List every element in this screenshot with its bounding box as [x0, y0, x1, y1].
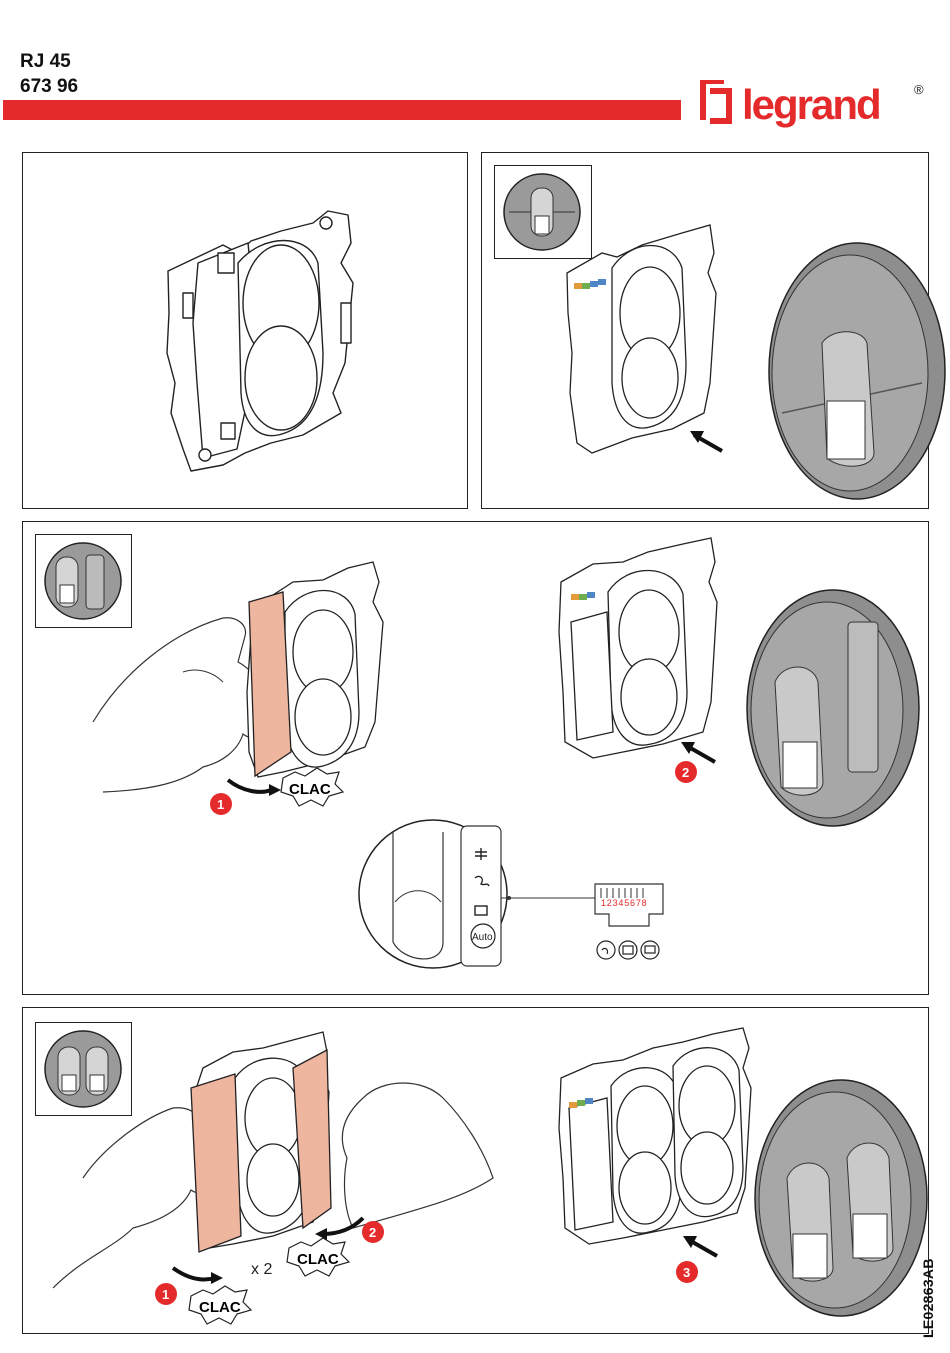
- cover-type-inset: [35, 534, 132, 628]
- step-1-badge: [155, 1283, 177, 1305]
- legrand-logo-icon: legrand ®: [700, 80, 924, 128]
- step-2-number: 2: [369, 1225, 376, 1240]
- panel-mechanism-view: [22, 152, 468, 509]
- product-code: 673 96: [20, 76, 79, 97]
- clac-burst-2: CLAC: [286, 1237, 351, 1277]
- cover-type-inset: [35, 1022, 132, 1116]
- multiplier-label: x 2: [251, 1261, 272, 1278]
- mechanism-icon: [166, 210, 354, 472]
- step-1-number: 1: [217, 797, 224, 812]
- step-2-number: 2: [682, 765, 689, 780]
- hand-icon: [92, 617, 274, 793]
- pin-numbers: 12345678: [601, 898, 647, 908]
- step-1-badge: [210, 793, 232, 815]
- arrow-icon: [171, 1266, 216, 1282]
- round-cover-icon: [768, 242, 946, 500]
- tv-icon: [474, 905, 488, 916]
- auto-button: [470, 923, 496, 949]
- computer-icon: [640, 940, 660, 960]
- document-id: LE02863AB: [920, 1258, 936, 1338]
- product-reference: RJ 45: [20, 51, 71, 72]
- clac-burst: CLAC: [280, 767, 345, 807]
- phone-icon: [596, 940, 616, 960]
- arrow-icon: [686, 744, 716, 764]
- round-cover-icon: [754, 1079, 928, 1317]
- round-cover-icon: [746, 589, 920, 827]
- round-cover-icon: [44, 1030, 122, 1108]
- double-module-illustration: 1 CLAC x 2 2 CLAC 3: [52, 1027, 928, 1325]
- cover-fitting-illustration: [566, 224, 946, 500]
- hand-icon: [341, 1082, 494, 1229]
- cover-type-inset: [494, 165, 592, 259]
- phone-icon: [474, 875, 490, 887]
- step-2-badge: [362, 1221, 384, 1243]
- tv-icon: [618, 940, 638, 960]
- step-2-badge: [675, 761, 697, 783]
- auto-label: Auto: [472, 932, 493, 943]
- module-insertion-illustration: CLAC 1 2: [92, 537, 920, 969]
- step-3-number: 3: [683, 1265, 690, 1280]
- panel-single-module-configuration: CLAC 1 2: [22, 521, 929, 995]
- legrand-logo: legrand ®: [696, 76, 936, 136]
- header-red-bar: [3, 100, 681, 120]
- detail-magnifier: Auto: [358, 819, 595, 969]
- step-3-badge: [676, 1261, 698, 1283]
- brand-name: legrand: [742, 81, 880, 128]
- panel-double-module-configuration: 1 CLAC x 2 2 CLAC 3: [22, 1007, 929, 1334]
- rj45-connector-diagram: 12345678: [594, 883, 664, 960]
- panel-cover-fitting: [481, 152, 946, 509]
- round-cover-icon: [503, 173, 581, 251]
- clac-label-1: CLAC: [199, 1299, 241, 1316]
- clac-burst-1: CLAC: [188, 1285, 253, 1325]
- clac-label-2: CLAC: [297, 1251, 339, 1268]
- clac-label: CLAC: [289, 781, 331, 798]
- round-cover-icon: [44, 542, 122, 620]
- computer-icon: [475, 848, 487, 860]
- arrow-icon: [688, 1238, 718, 1258]
- arrow-icon: [226, 778, 272, 794]
- step-1-number: 1: [162, 1287, 169, 1302]
- registered-mark: ®: [914, 82, 924, 97]
